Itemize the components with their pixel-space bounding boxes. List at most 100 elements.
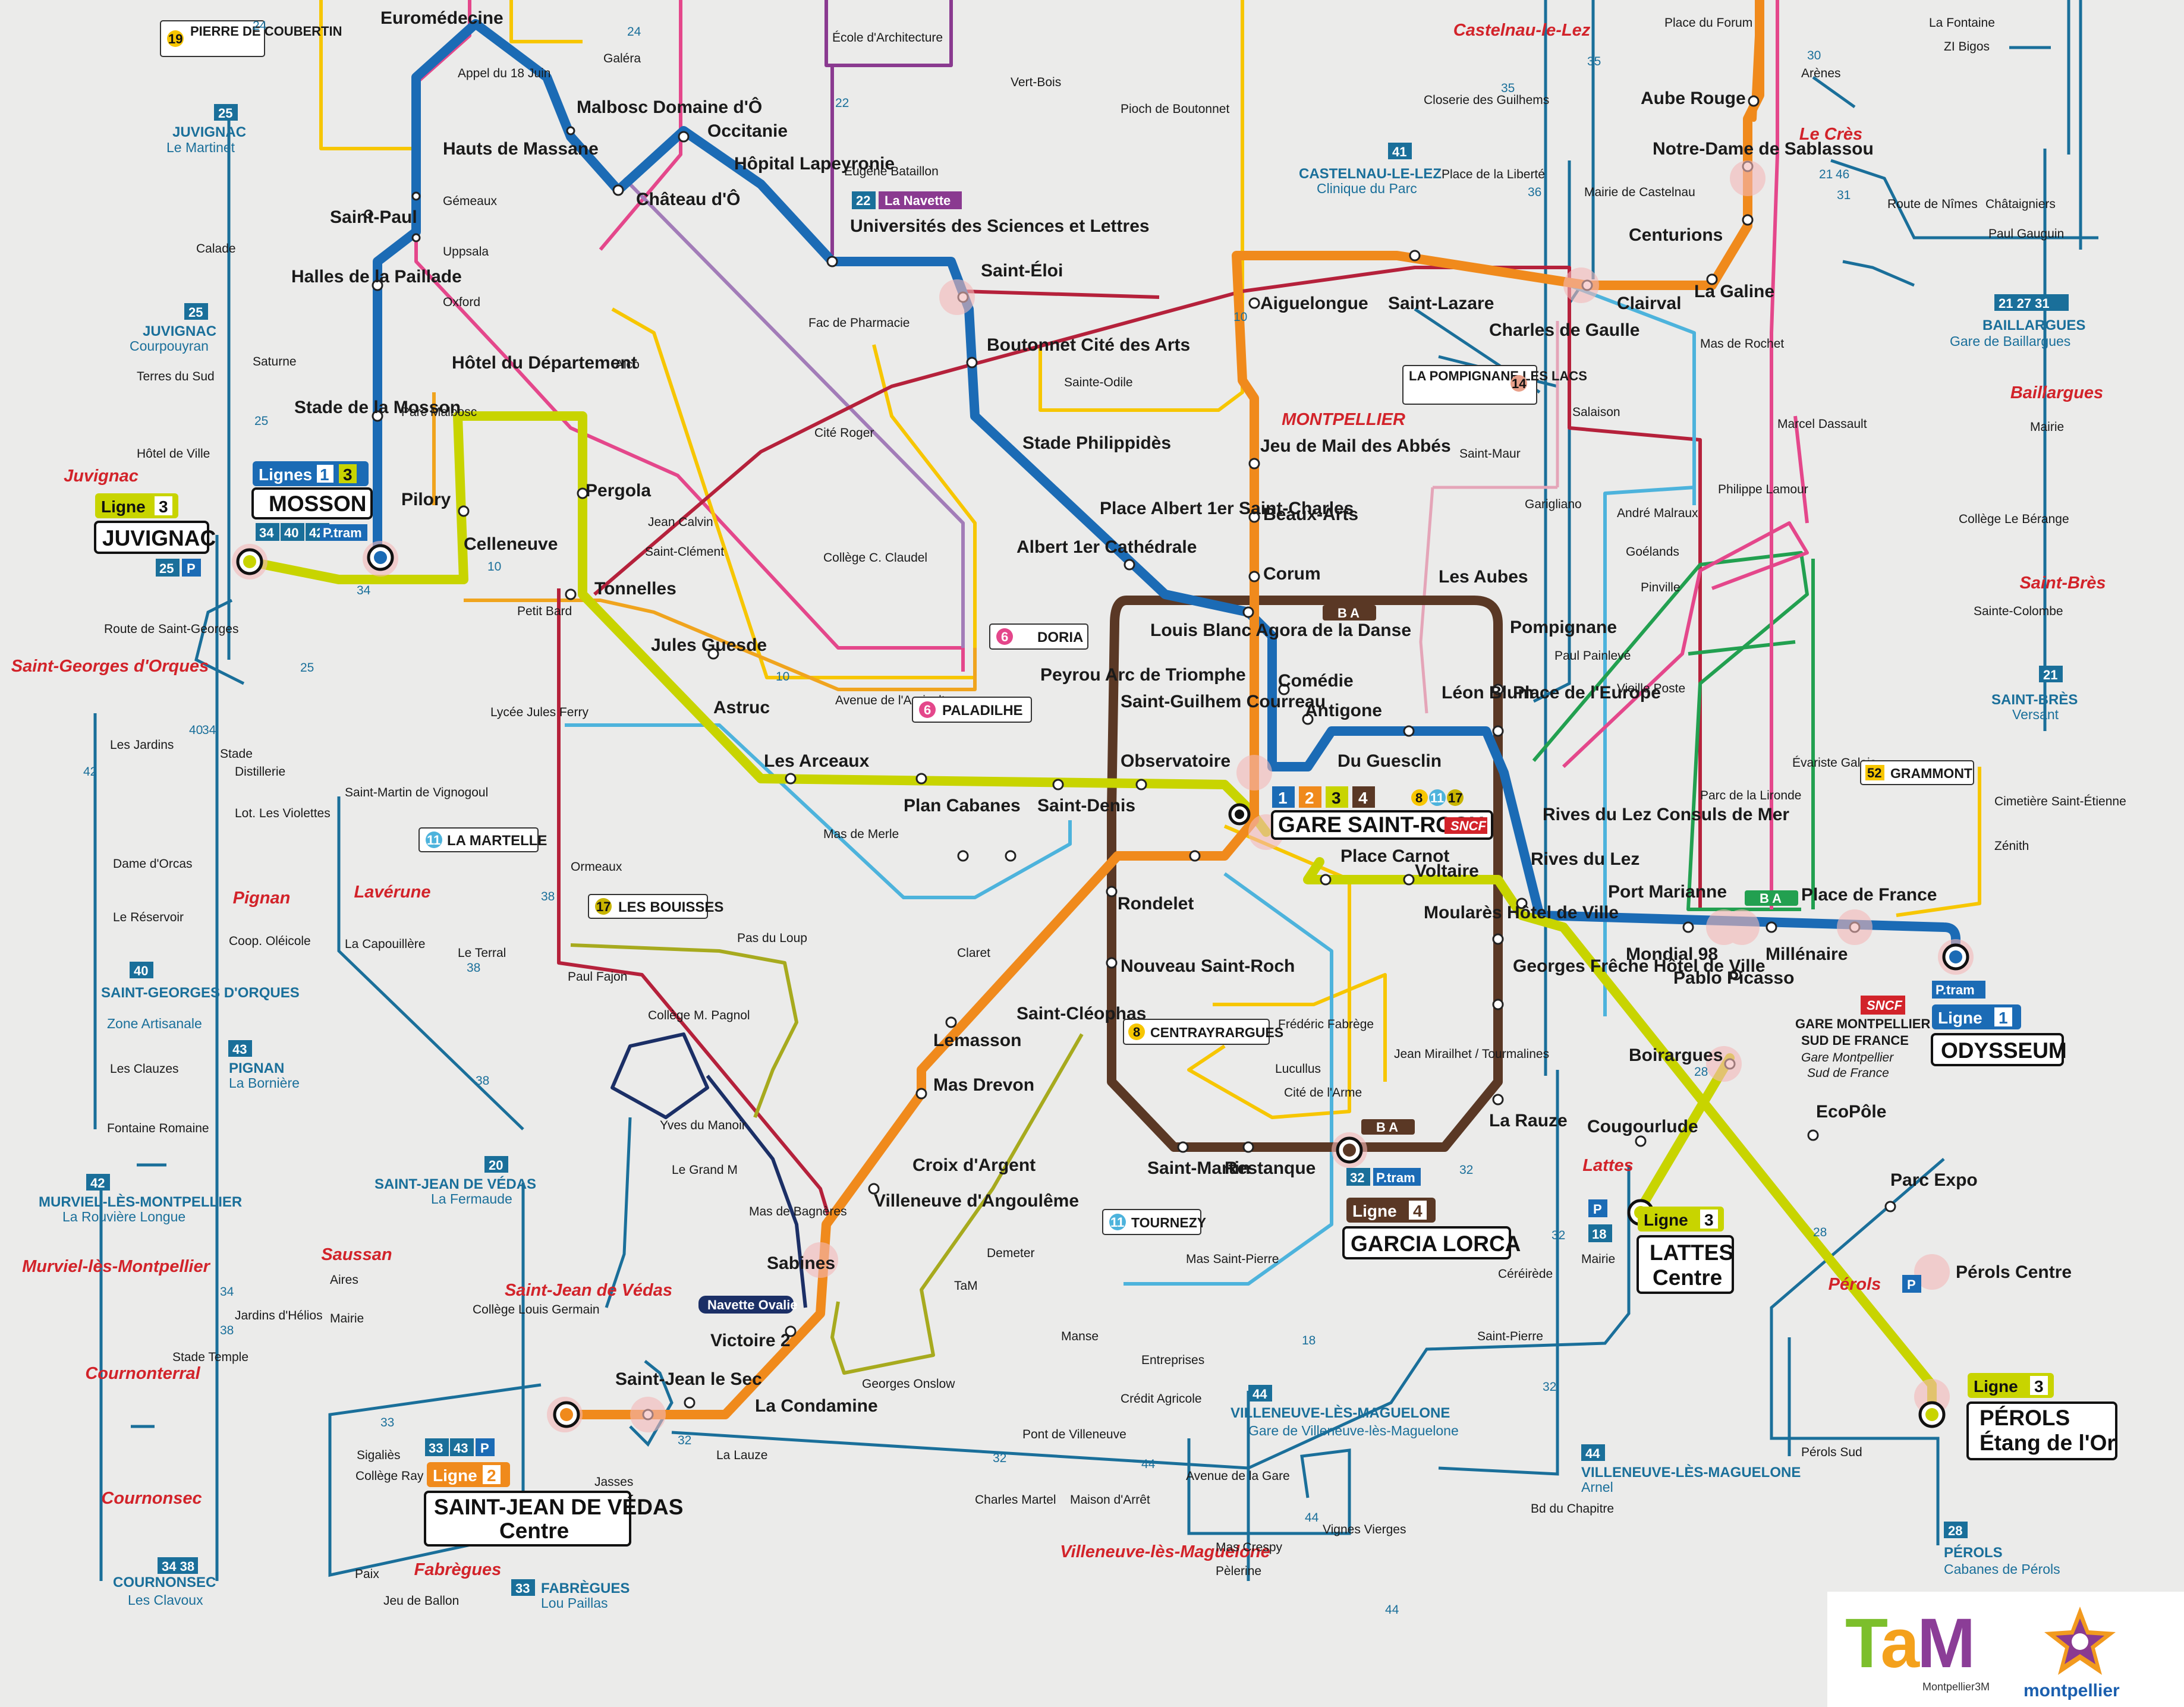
svg-text:24: 24: [627, 25, 641, 39]
terminus-perols[interactable]: P Ligne 3 PÉROLS Étang de l'Or: [1902, 1275, 2117, 1460]
stop-paul-fajon: Paul Fajon: [568, 970, 627, 984]
svg-text:SAINT-JEAN DE VÉDAS: SAINT-JEAN DE VÉDAS: [375, 1176, 536, 1192]
odysseum-badge-label: Ligne: [1938, 1009, 1982, 1027]
terminus-odysseum[interactable]: P.tram Ligne 1 ODYSSEUM: [1931, 981, 2067, 1066]
station-jules-guesde: Jules Guesde: [651, 635, 767, 655]
tram-line-3: [245, 411, 1937, 1419]
commune-baillargues: Baillargues: [2010, 383, 2103, 402]
station-sabines: Sabines: [767, 1254, 835, 1273]
commune-lattes: Lattes: [1582, 1156, 1633, 1175]
stop-tam: TaM: [954, 1279, 978, 1293]
svg-text:22: 22: [835, 96, 849, 110]
stop-avenue-de-la-gare: Avenue de la Gare: [1186, 1469, 1290, 1483]
mosson-ptram: P.tram: [323, 525, 362, 540]
svg-text:2: 2: [1305, 789, 1314, 807]
bus-stop-labels: Appel du 18 Juin Galéra Gémeaux Uppsala …: [104, 16, 2126, 1608]
svg-text:40: 40: [134, 963, 148, 978]
sncf-icon-2: SNCF: [1867, 998, 1902, 1013]
station-mas-drevon: Mas Drevon: [933, 1075, 1034, 1095]
stop-jardins-helios: Jardins d'Hélios: [235, 1309, 323, 1322]
lattes-name-1: LATTES: [1650, 1240, 1733, 1265]
station-pilory: Pilory: [401, 490, 451, 509]
svg-text:31: 31: [1837, 188, 1851, 202]
commune-cournonsec: Cournonsec: [101, 1489, 202, 1508]
stop-place-forum: Place du Forum: [1664, 16, 1752, 30]
svg-text:44: 44: [1141, 1457, 1156, 1471]
station-comedie: Comédie: [1278, 671, 1354, 691]
stop-yves-du-manoir: Yves du Manoir: [660, 1119, 746, 1132]
lattes-line-3: 3: [1704, 1211, 1714, 1229]
station-albert-cathedrale: Albert 1er Cathédrale: [1017, 537, 1197, 557]
svg-text:33: 33: [429, 1441, 443, 1456]
svg-text:44: 44: [1253, 1387, 1267, 1401]
bus-terminus-doria: 6 7 DORIA: [989, 623, 1088, 650]
montpellier-logo-text: montpellier: [2023, 1681, 2120, 1700]
juvignac-name: JUVIGNAC: [102, 526, 216, 550]
bus-terminus-navette-ovalie: Navette Ovalie: [698, 1296, 798, 1314]
svg-text:La Rouvière Longue: La Rouvière Longue: [62, 1209, 185, 1224]
svg-text:6: 6: [924, 703, 931, 717]
bus-terminus-tournezy: 11 TOURNEZY: [1102, 1209, 1206, 1235]
bus-terminus-saint-bres: 21 SAINT-BRÈS Versant: [1991, 666, 2078, 722]
commune-le-cres: Le Crès: [1799, 125, 1862, 144]
svg-text:32: 32: [993, 1451, 1006, 1465]
svg-text:1: 1: [1278, 789, 1288, 807]
gare-saint-roch[interactable]: 1 2 3 4 8 11 17 GARE SAINT-ROCH SNCF: [1271, 786, 1493, 840]
stop-garigliano: Garigliano: [1525, 497, 1582, 511]
tram-line-4: [1107, 596, 1503, 1152]
svg-text:SAINT-GEORGES D'ORQUES: SAINT-GEORGES D'ORQUES: [101, 985, 300, 1001]
station-croix-d-argent: Croix d'Argent: [912, 1155, 1036, 1175]
stop-mas-saint-pierre: Mas Saint-Pierre: [1186, 1252, 1279, 1266]
station-les-aubes: Les Aubes: [1439, 567, 1528, 587]
commune-murviel: Murviel-lès-Montpellier: [22, 1257, 211, 1276]
stop-demeter: Demeter: [987, 1246, 1035, 1260]
svg-text:14: 14: [1512, 376, 1527, 391]
svg-text:VILLENEUVE-LÈS-MAGUELONE: VILLENEUVE-LÈS-MAGUELONE: [1581, 1464, 1801, 1481]
terminus-juvignac[interactable]: Ligne 3 JUVIGNAC 25 P: [94, 493, 216, 577]
svg-text:Cabanes de Pérols: Cabanes de Pérols: [1944, 1561, 2060, 1577]
svg-text:44: 44: [1305, 1511, 1319, 1525]
stop-manse: Manse: [1061, 1330, 1099, 1343]
commune-labels: Juvignac Saint-Georges d'Orques Pignan L…: [11, 21, 2106, 1579]
stop-cite-roger: Cité Roger: [814, 426, 874, 440]
svg-text:32: 32: [1543, 1380, 1556, 1394]
terminus-lattes[interactable]: P 18 Ligne 3 LATTES Centre: [1588, 1199, 1734, 1294]
bus-terminus-19: 19 PIERRE DE COUBERTIN: [160, 20, 342, 57]
stop-saint-martin-vignogoul: Saint-Martin de Vignogoul: [345, 786, 488, 799]
bus-terminus-murviel: 42 MURVIEL-LÈS-MONTPELLIER La Rouvière L…: [39, 1174, 242, 1224]
svg-text:B A: B A: [1376, 1120, 1398, 1135]
stop-lot-violettes: Lot. Les Violettes: [235, 807, 331, 820]
stop-parc-lironde: Parc de la Lironde: [1700, 789, 1801, 802]
terminus-saint-jean-vedas[interactable]: 33 43 P Ligne 2 SAINT-JEAN DE VÉDAS Cent…: [424, 1438, 683, 1547]
svg-text:La Bornière: La Bornière: [229, 1075, 300, 1091]
svg-text:Sud de France: Sud de France: [1807, 1066, 1889, 1080]
svg-text:VILLENEUVE-LÈS-MAGUELONE: VILLENEUVE-LÈS-MAGUELONE: [1231, 1404, 1450, 1421]
svg-text:34: 34: [202, 723, 216, 737]
svg-text:P: P: [187, 561, 196, 576]
odysseum-line-1: 1: [1999, 1009, 2008, 1027]
stop-cereirede: Céréirède: [1498, 1267, 1553, 1281]
station-peyrou: Peyrou Arc de Triomphe: [1040, 665, 1246, 685]
svg-text:8: 8: [1133, 1025, 1140, 1040]
svg-text:44: 44: [1385, 1603, 1399, 1617]
svg-text:La Navette: La Navette: [885, 193, 951, 208]
svg-text:JUVIGNAC: JUVIGNAC: [172, 124, 246, 140]
stop-la-lauze: La Lauze: [716, 1448, 767, 1462]
svg-text:FABRÈGUES: FABRÈGUES: [541, 1580, 630, 1596]
station-du-guesclin: Du Guesclin: [1338, 751, 1442, 771]
stop-vert-bois: Vert-Bois: [1011, 75, 1061, 89]
svg-text:B A: B A: [1338, 606, 1360, 621]
terminus-mosson[interactable]: Lignes 1 3 MOSSON 34 40 42 P.tram: [251, 461, 373, 541]
svg-text:3: 3: [1332, 789, 1341, 807]
svg-text:Zone Artisanale: Zone Artisanale: [107, 1016, 202, 1031]
station-rives-consuls: Rives du Lez Consuls de Mer: [1543, 805, 1789, 824]
gare-sud-de-france[interactable]: SNCF GARE MONTPELLIER SUD DE FRANCE Gare…: [1795, 996, 1930, 1080]
station-hotel-departement: Hôtel du Département: [452, 353, 637, 373]
stop-aires: Aires: [330, 1273, 358, 1287]
svg-text:Gare Montpellier: Gare Montpellier: [1801, 1051, 1894, 1064]
stop-alco: Alco: [615, 358, 640, 371]
station-louis-blanc: Louis Blanc Agora de la Danse: [1150, 621, 1411, 640]
stop-fac-pharmacie: Fac de Pharmacie: [808, 316, 910, 330]
terminus-garcia-lorca[interactable]: 32 P.tram Ligne 4 GARCIA LORCA: [1342, 1168, 1521, 1259]
perols-name-1: PÉROLS: [1980, 1406, 2070, 1430]
